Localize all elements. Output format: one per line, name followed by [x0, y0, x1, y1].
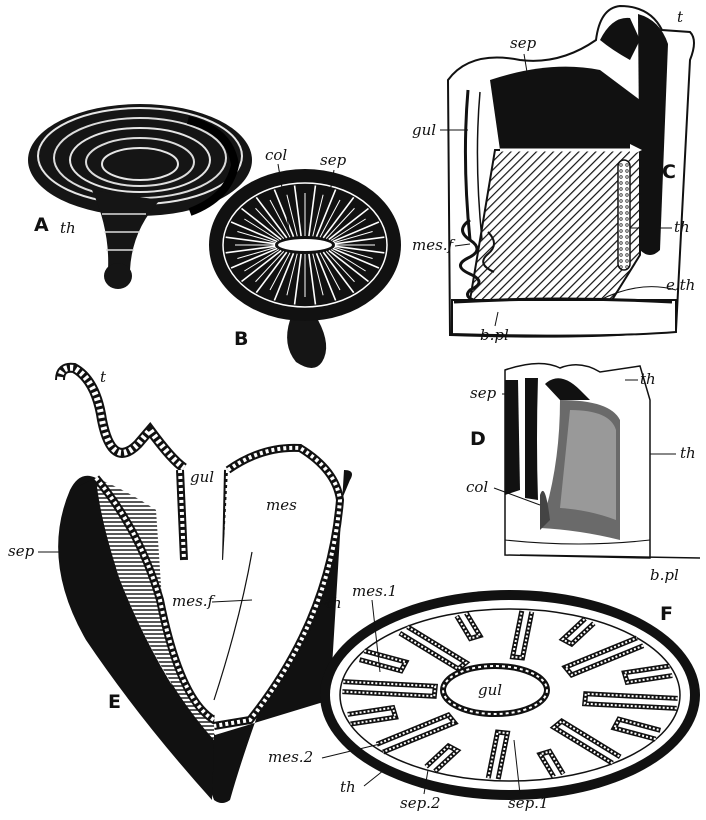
figure-c-label-e-th: e.th	[666, 276, 695, 294]
figure-e-section-drawing	[58, 368, 352, 803]
figure-f-cross-section	[320, 590, 700, 800]
figure-c-label-th: th	[674, 218, 690, 236]
figure-c: C t sep gul mes.f th e.th b.pl	[412, 6, 695, 344]
figure-d-label-col: col	[466, 478, 488, 496]
figure-c-label-sep: sep	[510, 34, 537, 52]
figure-f-th-leader	[364, 770, 384, 786]
figure-c-label-mes-f: mes.f	[412, 236, 456, 254]
figure-a-label-th: th	[60, 219, 76, 237]
figure-d-label-sep: sep	[470, 384, 497, 402]
figure-d-label-b-pl: b.pl	[650, 566, 679, 584]
figure-c-label-t: t	[677, 8, 684, 26]
figure-b-label-sep: sep	[320, 151, 347, 169]
figure-d-label-th-right: th	[680, 444, 696, 462]
figure-f-label-th: th	[340, 778, 356, 796]
figure-f-label-sep-2: sep.2	[400, 794, 441, 812]
figure-f-label-sep-1: sep.1	[508, 794, 549, 812]
figure-f-label-mes-2: mes.2	[268, 748, 313, 766]
figure-d-letter: D	[470, 428, 486, 450]
figure-c-label-b-pl: b.pl	[480, 326, 509, 344]
figure-e-label-gul: gul	[190, 468, 214, 486]
figure-e-label-mes-f: mes.f	[172, 592, 216, 610]
figure-c-label-gul: gul	[412, 121, 436, 139]
figure-e-label-mes: mes	[266, 496, 297, 514]
figure-d-label-th-top: th	[640, 370, 656, 388]
figure-d: D sep th th col b.pl	[466, 363, 700, 584]
figure-c-section-drawing	[448, 6, 694, 337]
figure-e-label-t: t	[100, 368, 107, 386]
figure-f-label-mes-1: mes.1	[352, 582, 397, 600]
figure-f-letter: F	[660, 603, 673, 625]
figure-c-letter: C	[662, 161, 676, 183]
figure-e: E t gul mes sep mes.f th	[8, 368, 352, 803]
figure-f-label-gul: gul	[478, 681, 502, 699]
figure-b-letter: B	[234, 328, 248, 350]
figure-a-letter: A	[34, 214, 49, 236]
figure-d-section-drawing	[505, 363, 700, 558]
figure-e-label-sep: sep	[8, 542, 35, 560]
figure-e-letter: E	[108, 691, 121, 713]
figure-b-label-col: col	[265, 146, 287, 164]
